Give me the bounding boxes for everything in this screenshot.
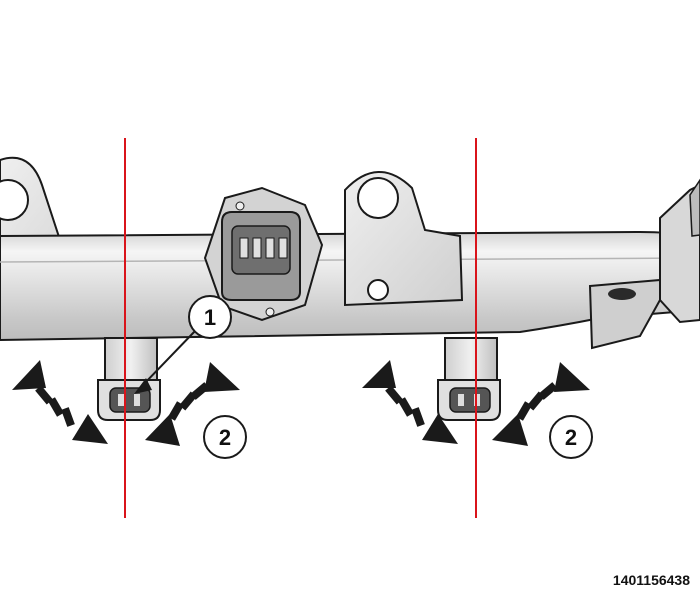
- callout-2-right: 2: [549, 415, 593, 459]
- callout-2-left-label: 2: [219, 425, 231, 450]
- callout-1-leader: [141, 329, 197, 387]
- rotation-arrow-left-1: [12, 360, 108, 444]
- figure-id: 1401156438: [612, 572, 690, 588]
- rail-end-fitting: [588, 178, 700, 350]
- rotation-arrow-left-2: [145, 362, 240, 446]
- callout-1-label: 1: [204, 305, 216, 330]
- fuel-injector-right: [437, 337, 501, 421]
- fuel-pressure-sensor: [203, 186, 324, 322]
- callout-2-left: 2: [203, 415, 247, 459]
- callout-2-right-label: 2: [565, 425, 577, 450]
- callout-1: 1: [188, 295, 232, 339]
- rotation-arrow-right-2: [492, 362, 590, 446]
- fuel-injector-left: [97, 337, 161, 421]
- center-mounting-bracket: [344, 171, 464, 307]
- callout-1-arrowhead: [134, 378, 152, 394]
- rotation-arrow-right-1: [362, 360, 458, 444]
